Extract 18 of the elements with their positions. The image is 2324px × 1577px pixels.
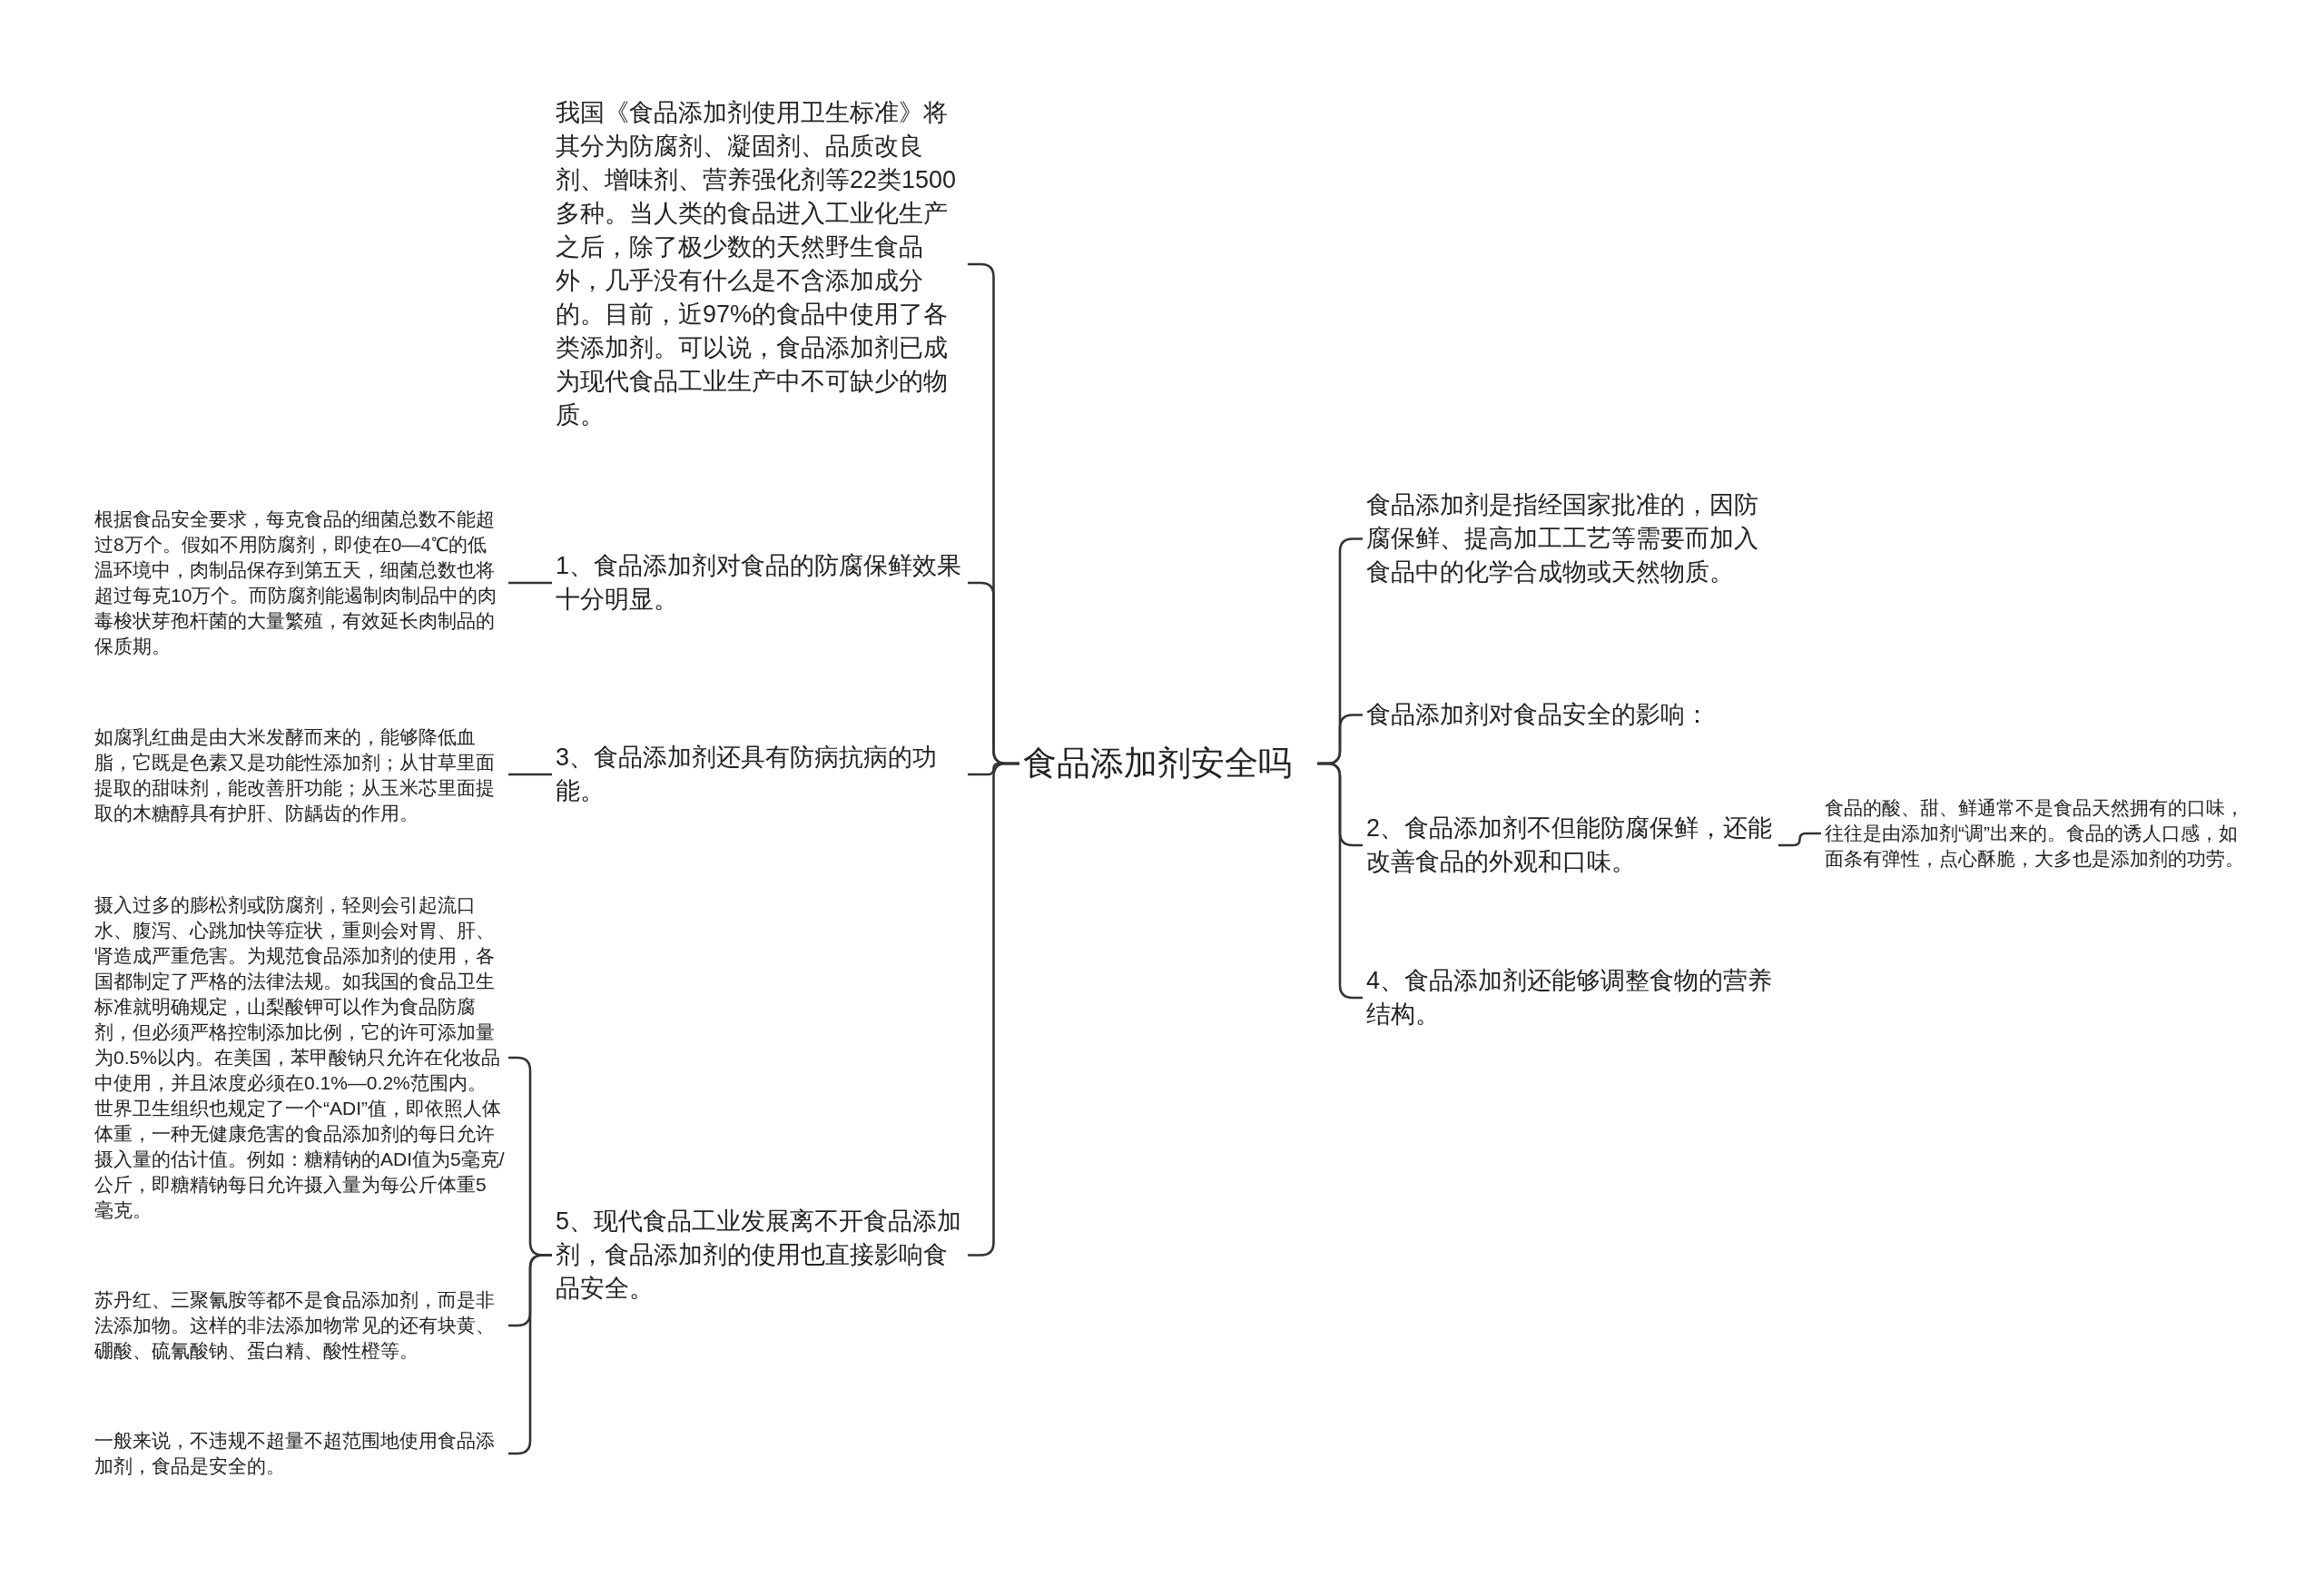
topic-text: 4、食品添加剂还能够调整食物的营养结构。: [1366, 964, 1775, 1031]
topic-text: 1、食品添加剂对食品的防腐保鲜效果十分明显。: [556, 549, 964, 616]
topic-text: 如腐乳红曲是由大米发酵而来的，能够降低血脂，它既是色素又是功能性添加剂；从甘草里面提取的甜味剂，能改善肝功能；从玉米芯里面提取的木糖醇具有护肝、防龋齿的作用。: [94, 724, 505, 826]
topic-text: 3、食品添加剂还具有防病抗病的功能。: [556, 741, 964, 808]
topic-text: 食品添加剂是指经国家批准的，因防腐保鲜、提高加工工艺等需要而加入食品中的化学合成物或天然物质。: [1366, 488, 1775, 589]
topic-text: 苏丹红、三聚氰胺等都不是食品添加剂，而是非法添加物。这样的非法添加物常见的还有块黄、硼酸、硫氰酸钠、蛋白精、酸性橙等。: [94, 1287, 505, 1364]
topic-text: 2、食品添加剂不但能防腐保鲜，还能改善食品的外观和口味。: [1366, 812, 1775, 879]
topic-text: 我国《食品添加剂使用卫生标准》将其分为防腐剂、凝固剂、品质改良剂、增味剂、营养强化剂等22类1500多种。当人类的食品进入工业化生产之后，除了极少数的天然野生食品外，几乎没有什么是不含添加成分的。目前，近97%的食品中使用了各类添加剂。可以说，食品添加剂已成为现代食品工业生产中不可缺少的物质。: [556, 96, 964, 432]
connector-line: [508, 581, 552, 585]
topic-text: 根据食品安全要求，每克食品的细菌总数不能超过8万个。假如不用防腐剂，即使在0—4℃的低温环境中，肉制品保存到第五天，细菌总数也将超过每克10万个。而防腐剂能遏制肉制品中的肉毒梭状芽孢杆菌的大量繁殖，有效延长肉制品的保质期。: [94, 507, 505, 659]
topic-text: 食品添加剂对食品安全的影响：: [1366, 698, 1775, 732]
topic-text: 一般来说，不违规不超量不超范围地使用食品添加剂，食品是安全的。: [94, 1428, 505, 1479]
topic-text: 食品的酸、甜、鲜通常不是食品天然拥有的口味，往往是由添加剂“调”出来的。食品的诱人口感，如面条有弹性，点心酥脆，大多也是添加剂的功劳。: [1825, 795, 2244, 872]
connector-line: [508, 773, 552, 776]
central-topic: 食品添加剂安全吗: [1023, 743, 1314, 784]
topic-text: 5、现代食品工业发展离不开食品添加剂，食品添加剂的使用也直接影响食品安全。: [556, 1205, 964, 1306]
connector-line: [1778, 832, 1821, 847]
topic-text: 摄入过多的膨松剂或防腐剂，轻则会引起流口水、腹泻、心跳加快等症状，重则会对胃、肝、肾造成严重危害。为规范食品添加剂的使用，各国都制定了严格的法律法规。如我国的食品卫生标准就明确规定，山梨酸钾可以作为食品防腐剂，但必须严格控制添加比例，它的许可添加量为0.5%以内。在美国，苯甲酸钠只允许在化妆品中使用，并且浓度必须在0.1%—0.2%范围内。世界卫生组织也规定了一个“ADI”值，即依照人体体重，一种无健康危害的食品添加剂的每日允许摄入量的估计值。例如：糖精钠的ADI值为5毫克/公斤，即糖精钠每日允许摄入量为每公斤体重5毫克。: [94, 892, 505, 1223]
